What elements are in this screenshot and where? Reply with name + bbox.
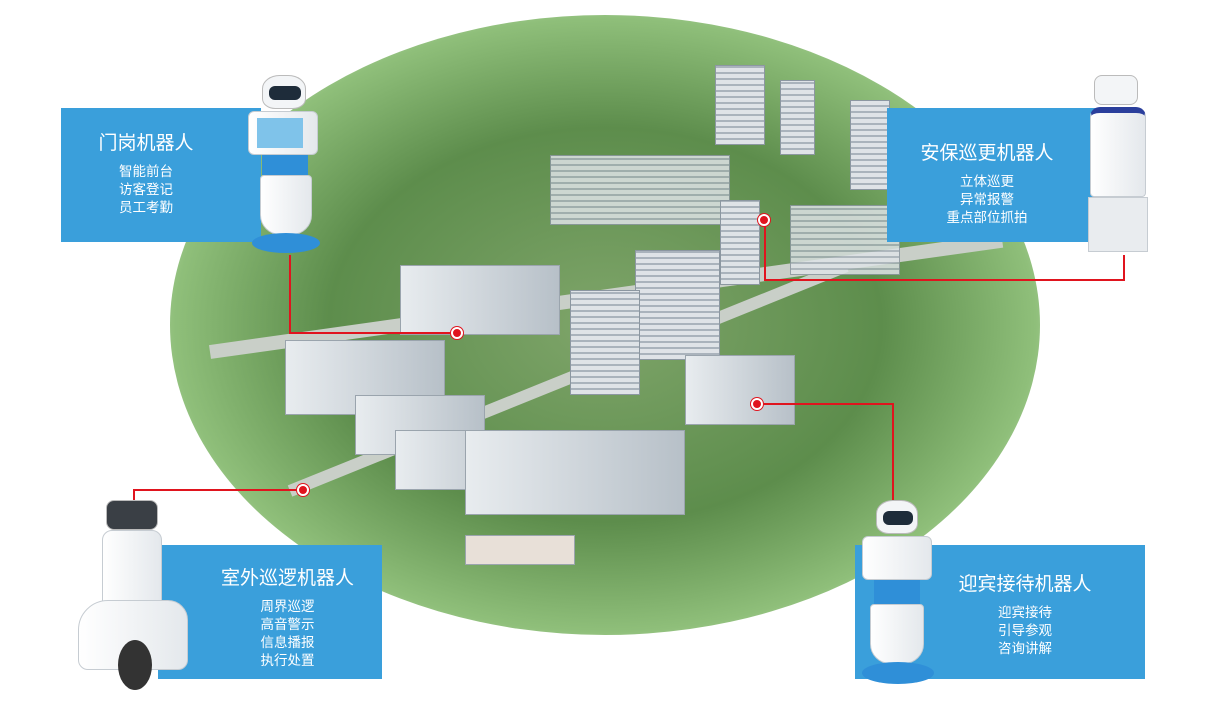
outdoor-patrol-robot-image xyxy=(78,500,188,695)
feature-item: 执行处置 xyxy=(260,653,315,669)
feature-item: 立体巡更 xyxy=(960,174,1014,190)
stadium xyxy=(685,355,795,425)
feature-item: 员工考勤 xyxy=(119,200,173,216)
residential-tower xyxy=(850,100,890,190)
connector-line xyxy=(757,403,894,405)
pavilion xyxy=(465,535,575,565)
connector-line xyxy=(764,279,1125,281)
location-marker xyxy=(451,327,463,339)
residential-tower xyxy=(780,80,815,155)
connector-line xyxy=(133,489,135,505)
office-building xyxy=(400,265,560,335)
connector-line xyxy=(289,332,457,334)
connector-line xyxy=(892,403,894,500)
feature-item: 异常报警 xyxy=(960,192,1014,208)
feature-item: 迎宾接待 xyxy=(998,605,1052,621)
feature-item: 引导参观 xyxy=(998,623,1052,639)
callout-security-patrol-robot: 安保巡更机器人 立体巡更 异常报警 重点部位抓拍 xyxy=(887,108,1102,242)
feature-item: 高音警示 xyxy=(260,617,315,633)
feature-item: 访客登记 xyxy=(119,182,173,198)
office-tower xyxy=(635,250,720,360)
connector-line xyxy=(1123,255,1125,281)
residential-tower xyxy=(720,200,760,285)
feature-item: 周界巡逻 xyxy=(260,599,315,615)
reception-robot-image xyxy=(858,500,938,690)
exhibition-hall xyxy=(465,430,685,515)
connector-line xyxy=(133,489,303,491)
office-tower xyxy=(570,290,640,395)
callout-title: 室外巡逻机器人 xyxy=(220,567,354,589)
feature-item: 重点部位抓拍 xyxy=(946,210,1028,226)
residential-block xyxy=(550,155,730,225)
gate-robot-image xyxy=(240,75,330,260)
feature-item: 智能前台 xyxy=(119,164,173,180)
connector-line xyxy=(289,255,291,334)
feature-item: 信息播报 xyxy=(260,635,315,651)
callout-title: 迎宾接待机器人 xyxy=(958,573,1092,595)
security-patrol-robot-image xyxy=(1088,75,1150,255)
callout-outdoor-patrol-robot: 室外巡逻机器人 周界巡逻 高音警示 信息播报 执行处置 xyxy=(158,545,382,679)
location-marker xyxy=(297,484,309,496)
connector-line xyxy=(764,220,766,281)
location-marker xyxy=(751,398,763,410)
callout-gate-robot: 门岗机器人 智能前台 访客登记 员工考勤 xyxy=(61,108,261,242)
callout-title: 门岗机器人 xyxy=(98,132,194,154)
residential-tower xyxy=(715,65,765,145)
residential-block xyxy=(790,205,900,275)
feature-item: 咨询讲解 xyxy=(998,641,1052,657)
callout-title: 安保巡更机器人 xyxy=(920,142,1054,164)
location-marker xyxy=(758,214,770,226)
